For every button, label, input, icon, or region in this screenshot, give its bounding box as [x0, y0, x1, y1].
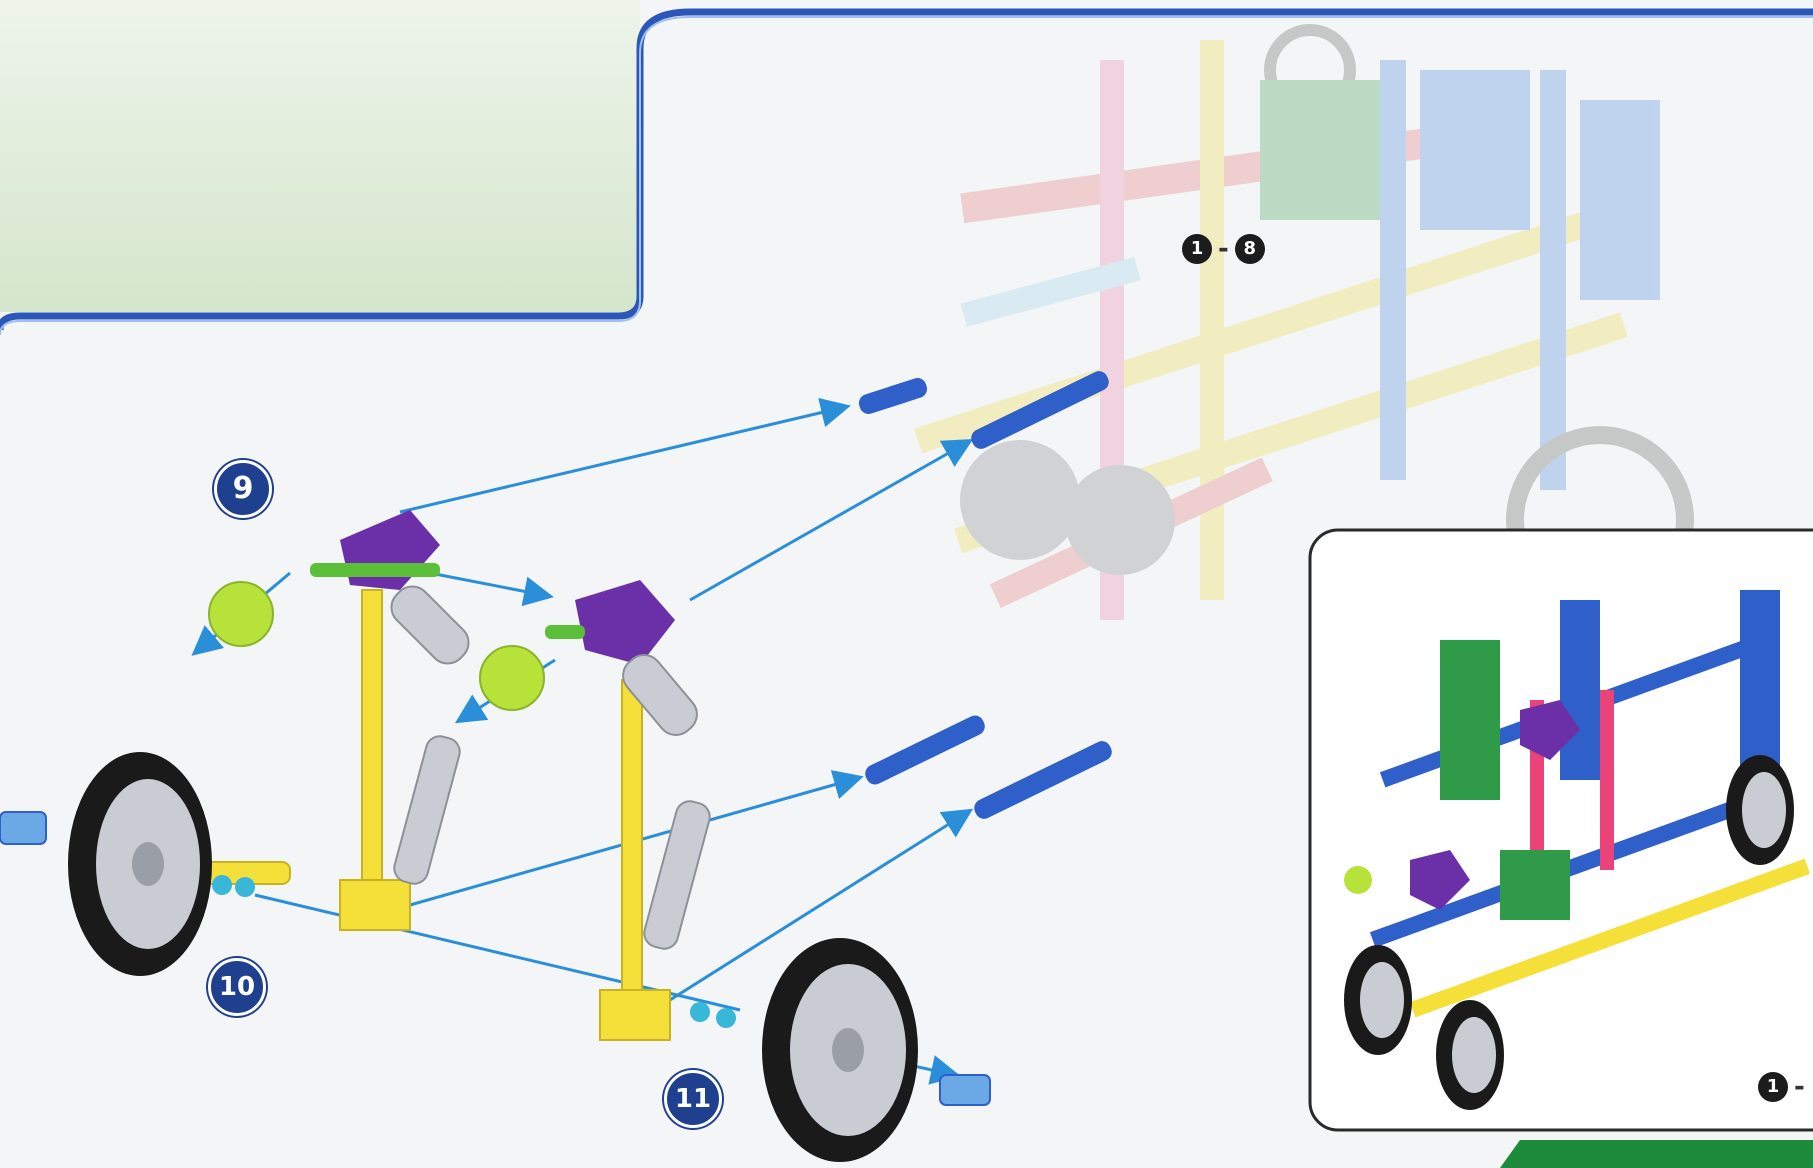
inset-range-separator: -: [1794, 1072, 1805, 1102]
range-start-icon: 1: [1182, 234, 1212, 264]
reference-range-inset: 1 -: [1758, 1072, 1805, 1102]
step-10-badge: 10: [208, 958, 266, 1016]
step-11-badge: 11: [664, 1070, 722, 1128]
blue-rod-icon: [857, 368, 1115, 822]
spacer-icon: [209, 582, 736, 1028]
reference-range-main: 1 - 8: [1182, 234, 1265, 264]
range-separator: -: [1218, 234, 1229, 264]
footer-banner: [1500, 1140, 1813, 1168]
range-end-icon: 8: [1235, 234, 1265, 264]
step-9-badge: 9: [214, 460, 272, 518]
header-panel: [0, 0, 640, 312]
wheel-icon: [68, 752, 918, 1162]
inset-model: [1310, 530, 1813, 1130]
inset-range-start-icon: 1: [1758, 1072, 1788, 1102]
